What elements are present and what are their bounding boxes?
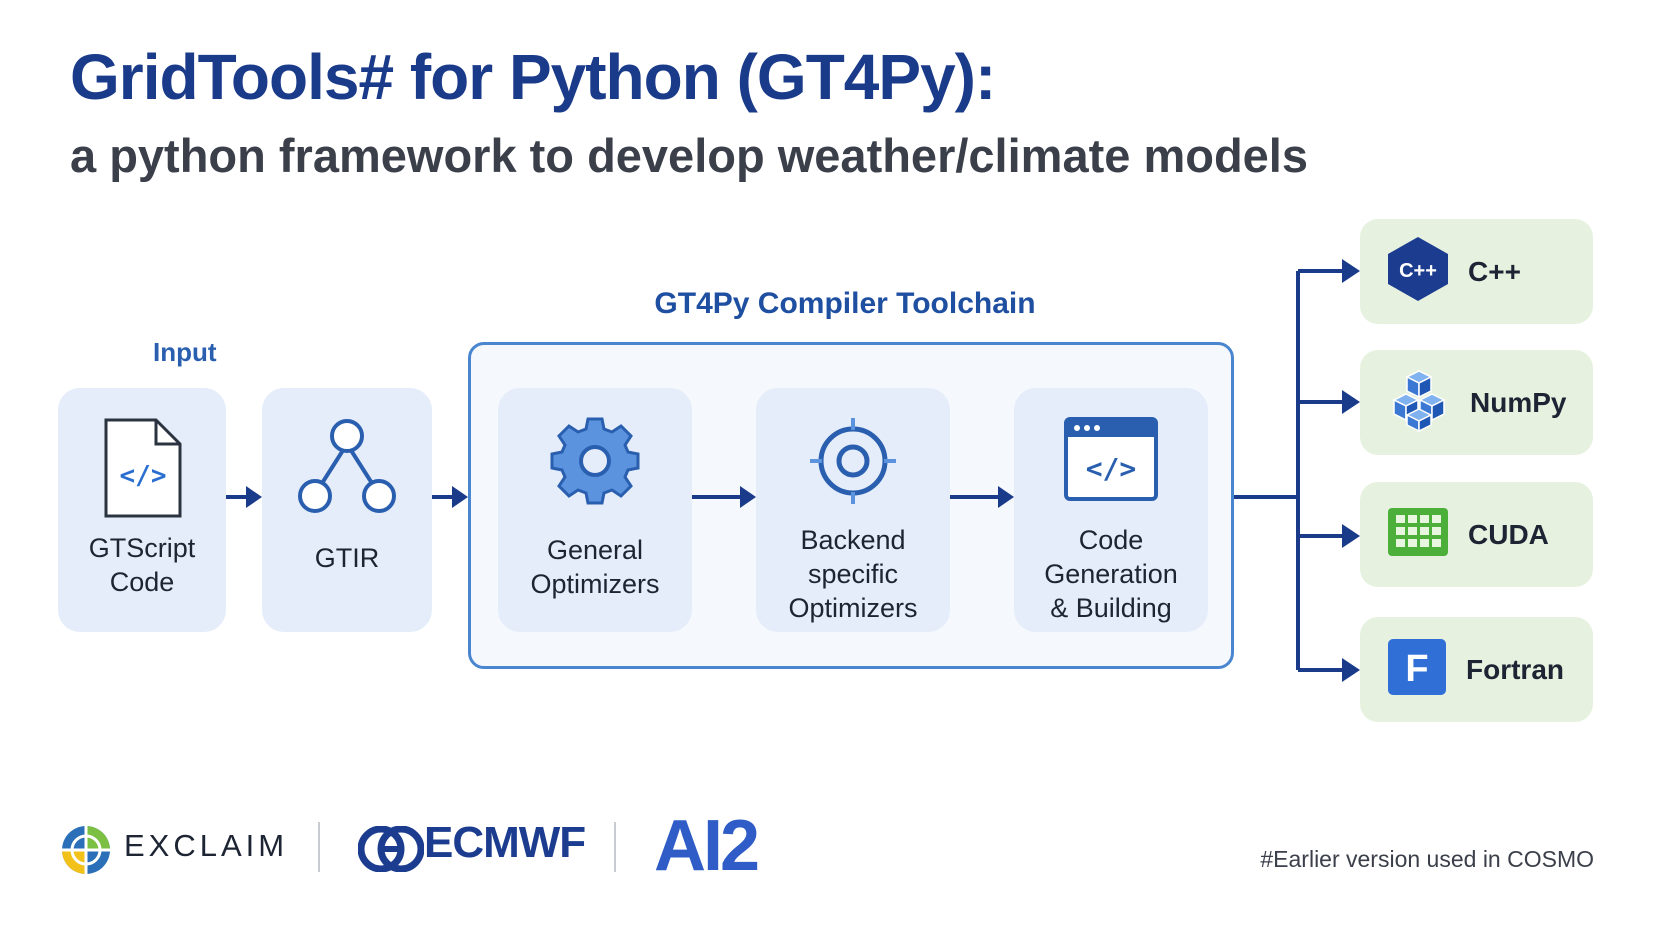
- ai2-logo: AI2: [654, 806, 760, 886]
- target-label-cpp: C++: [1468, 255, 1521, 287]
- browser-code-icon: </>: [1063, 416, 1159, 507]
- node-general-optimizers: General Optimizers: [498, 388, 692, 632]
- target-fortran: F Fortran: [1360, 617, 1593, 722]
- logo-divider-1: [318, 822, 320, 872]
- page-title: GridTools# for Python (GT4Py):: [70, 41, 996, 113]
- logo-divider-2: [614, 822, 616, 872]
- gear-icon: [550, 416, 640, 511]
- target-label-cuda: CUDA: [1468, 518, 1549, 550]
- input-label: Input: [153, 337, 217, 367]
- code-file-icon: </>: [100, 416, 184, 525]
- fortran-badge-text: F: [1405, 648, 1428, 690]
- node-label-backend: Backend specific Optimizers: [788, 525, 918, 623]
- tree-graph-icon: [297, 416, 397, 521]
- node-label-codegen: Code Generation & Building: [1044, 525, 1178, 623]
- target-label-numpy: NumPy: [1470, 386, 1567, 418]
- target-cuda: CUDA: [1360, 482, 1593, 587]
- node-label-gtir: GTIR: [314, 543, 380, 573]
- gpu-chip-icon: [1386, 506, 1450, 563]
- ecmwf-logo: ECMWF: [424, 818, 586, 867]
- svg-text:</>: </>: [120, 461, 167, 491]
- ecmwf-mark-icon: [357, 825, 425, 877]
- fortran-f-icon: F: [1386, 637, 1448, 702]
- node-backend-optimizers: Backend specific Optimizers: [756, 388, 950, 632]
- target-label-fortran: Fortran: [1466, 653, 1564, 685]
- node-label-gtscript: GTScript Code: [88, 533, 196, 597]
- node-gtir: GTIR: [262, 388, 432, 632]
- exclaim-globe-icon: [60, 824, 112, 881]
- footnote: #Earlier version used in COSMO: [1260, 846, 1594, 872]
- target-icon: [808, 416, 898, 511]
- node-code-generation: </> Code Generation & Building: [1014, 388, 1208, 632]
- toolchain-label: GT4Py Compiler Toolchain: [654, 287, 1036, 320]
- exclaim-logo: EXCLAIM: [124, 828, 289, 863]
- cpp-badge-text: C++: [1399, 260, 1437, 282]
- target-numpy: NumPy: [1360, 350, 1593, 455]
- target-cpp: C++ C++: [1360, 219, 1593, 324]
- cpp-hexagon-icon: C++: [1386, 235, 1450, 308]
- node-label-general: General Optimizers: [530, 535, 660, 599]
- svg-text:</>: </>: [1086, 452, 1137, 485]
- node-gtscript-code: </> GTScript Code: [58, 388, 226, 632]
- page-subtitle: a python framework to develop weather/cl…: [70, 129, 1308, 182]
- numpy-cubes-icon: [1386, 367, 1452, 438]
